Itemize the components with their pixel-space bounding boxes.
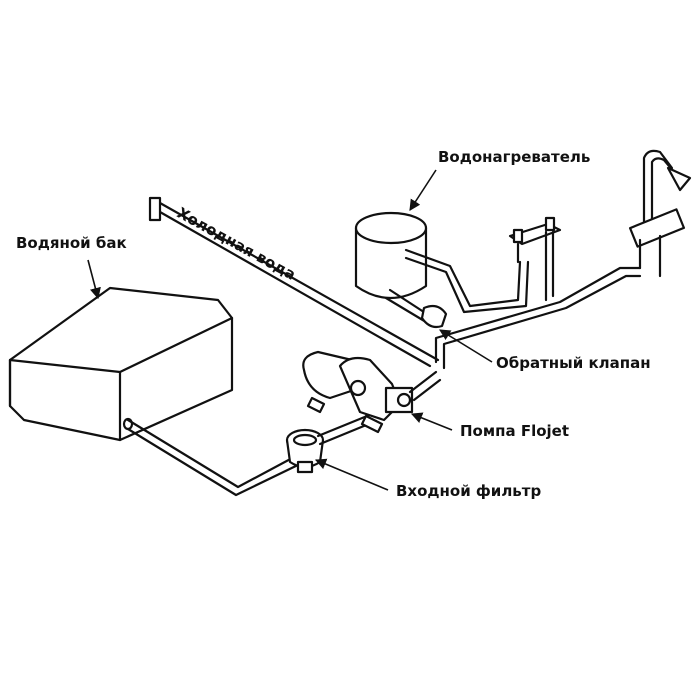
wall-mount	[148, 196, 162, 222]
supply-pipe	[434, 266, 642, 370]
leaders	[87, 169, 493, 491]
label-inlet-filter: Входной фильтр	[396, 482, 541, 500]
pump	[302, 350, 414, 434]
inlet-filter	[285, 428, 325, 474]
label-water-heater: Водонагреватель	[438, 148, 590, 166]
label-pump: Помпа Flojet	[460, 422, 569, 440]
pump-outlet-pipe	[408, 370, 442, 402]
cold-water-pipe	[148, 196, 440, 368]
check-valve	[420, 304, 448, 329]
water-tank	[8, 286, 234, 442]
label-cold-water: Холодная вода	[174, 204, 299, 284]
label-check-valve: Обратный клапан	[496, 354, 651, 372]
label-water-tank: Водяной бак	[16, 234, 127, 252]
water-heater	[354, 211, 428, 299]
sink-faucet	[508, 216, 562, 302]
tank-to-filter-pipe	[126, 418, 302, 497]
shower	[628, 149, 692, 278]
